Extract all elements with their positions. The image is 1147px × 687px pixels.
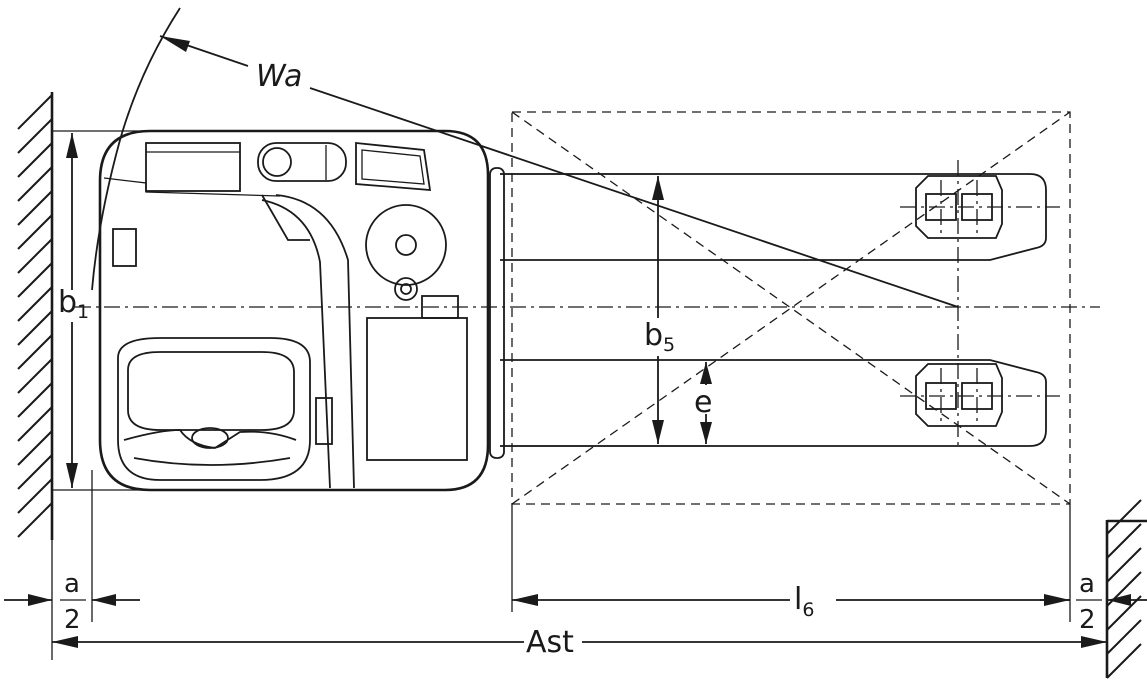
load-wheel-lower [900,363,1060,427]
turning-radius [91,7,959,308]
ast-label: Ast [526,625,574,660]
right-wall [1105,499,1147,679]
b1-label: b1 [58,285,89,323]
a-half-left-numerator: a [64,569,80,599]
fork-lower [500,359,1047,447]
extension-lines [51,130,1071,660]
a-half-left-denominator: 2 [64,605,81,635]
l6-dimension [512,594,1070,606]
fork-upper [500,173,1047,261]
truck-body [98,129,505,492]
wa-label: Wa [256,59,302,94]
ast-dimension [52,636,1107,648]
l6-label: l6 [794,582,814,621]
a-half-right-dimension [1040,594,1147,606]
b5-label: b5 [644,318,675,356]
e-dimension [700,362,712,444]
e-label: e [694,385,712,420]
left-wall [17,92,54,540]
a-half-right-denominator: 2 [1079,605,1096,635]
load-outline [511,111,1071,505]
b5-dimension [652,176,664,444]
load-wheel-upper [900,175,1060,239]
a-half-left-dimension [4,594,140,606]
a-half-right-numerator: a [1079,569,1095,599]
b1-dimension [66,133,78,488]
